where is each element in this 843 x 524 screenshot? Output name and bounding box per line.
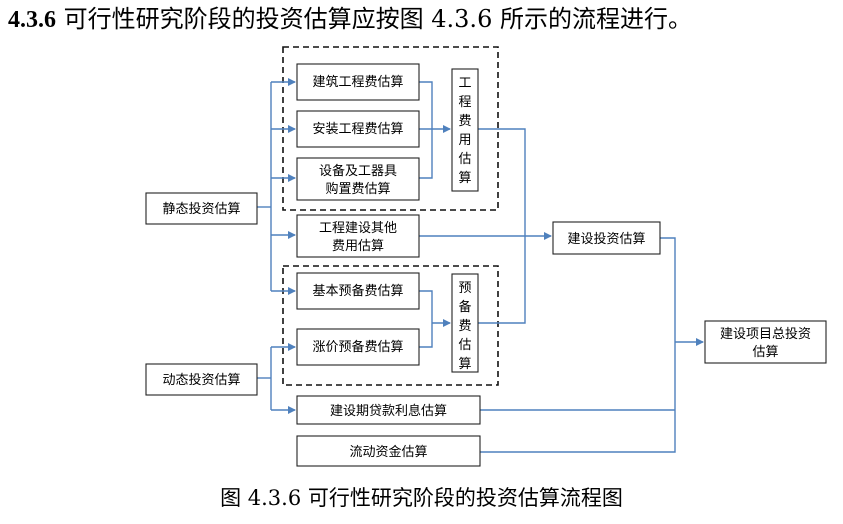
node-static: 静态投资估算	[145, 192, 258, 225]
node-equipment-label-2: 购置费估算	[325, 181, 390, 197]
node-workingcap: 流动资金估算	[296, 435, 481, 467]
node-engcost-char-4: 用	[458, 133, 471, 148]
node-dynamic-label: 动态投资估算	[162, 372, 240, 388]
node-reservecost-char-1: 预	[458, 281, 471, 296]
node-engcost-char-3: 费	[458, 114, 471, 129]
node-reservecost-char-3: 费	[458, 319, 471, 334]
node-static-label: 静态投资估算	[162, 201, 240, 217]
edge-total-bus	[480, 237, 676, 453]
node-equipment-label-1: 设备及工器具	[319, 163, 397, 179]
edge-to-construct-bus	[478, 128, 526, 324]
node-equipment: 设备及工器具 购置费估算	[296, 157, 420, 201]
node-engcost-char-2: 程	[458, 95, 471, 110]
edge-eng-merge	[419, 81, 433, 179]
node-dynamic: 动态投资估算	[145, 363, 258, 396]
edge-reserve-merge	[419, 290, 433, 348]
node-loaninterest-label: 建设期贷款利息估算	[330, 403, 447, 419]
node-basicreserve-label: 基本预备费估算	[312, 283, 403, 299]
reserve-group-border	[282, 265, 499, 386]
node-basicreserve: 基本预备费估算	[296, 272, 420, 310]
connectors	[257, 78, 704, 453]
node-constructinv: 建设投资估算	[552, 221, 661, 255]
node-totalinv: 建设项目总投资 估算	[704, 320, 827, 364]
node-constructinv-label: 建设投资估算	[567, 231, 645, 247]
node-engcost-char-6: 算	[458, 171, 471, 186]
node-engcost: 工 程 费 用 估 算	[451, 68, 479, 192]
node-otherfee-label-2: 费用估算	[332, 239, 384, 254]
node-loaninterest: 建设期贷款利息估算	[296, 395, 481, 425]
node-reservecost-char-2: 备	[458, 299, 471, 315]
section-number: 4.3.6	[8, 7, 56, 33]
node-reservecost-char-5: 算	[458, 357, 471, 372]
node-reservecost: 预 备 费 估 算	[451, 273, 479, 373]
node-engcost-char-1: 工	[458, 76, 471, 91]
section-heading: 4.3.6 可行性研究阶段的投资估算应按图 4.3.6 所示的流程进行。	[8, 4, 692, 35]
node-pricereserve-label: 涨价预备费估算	[312, 339, 403, 355]
node-building: 建筑工程费估算	[296, 63, 420, 101]
node-engcost-char-5: 估	[458, 152, 471, 167]
node-otherfee-label-1: 工程建设其他	[319, 221, 397, 236]
node-reservecost-char-4: 估	[458, 338, 471, 353]
node-totalinv-label-1: 建设项目总投资	[720, 326, 811, 342]
node-workingcap-label: 流动资金估算	[349, 444, 427, 460]
node-building-label: 建筑工程费估算	[312, 74, 403, 90]
node-otherfee: 工程建设其他 费用估算	[296, 214, 420, 258]
node-install-label: 安装工程费估算	[312, 122, 403, 137]
node-pricereserve: 涨价预备费估算	[296, 328, 420, 366]
node-totalinv-label-2: 估算	[752, 345, 778, 360]
node-install: 安装工程费估算	[296, 110, 420, 148]
section-text: 可行性研究阶段的投资估算应按图 4.3.6 所示的流程进行。	[63, 5, 692, 33]
figure-caption: 图 4.3.6 可行性研究阶段的投资估算流程图	[220, 486, 623, 510]
